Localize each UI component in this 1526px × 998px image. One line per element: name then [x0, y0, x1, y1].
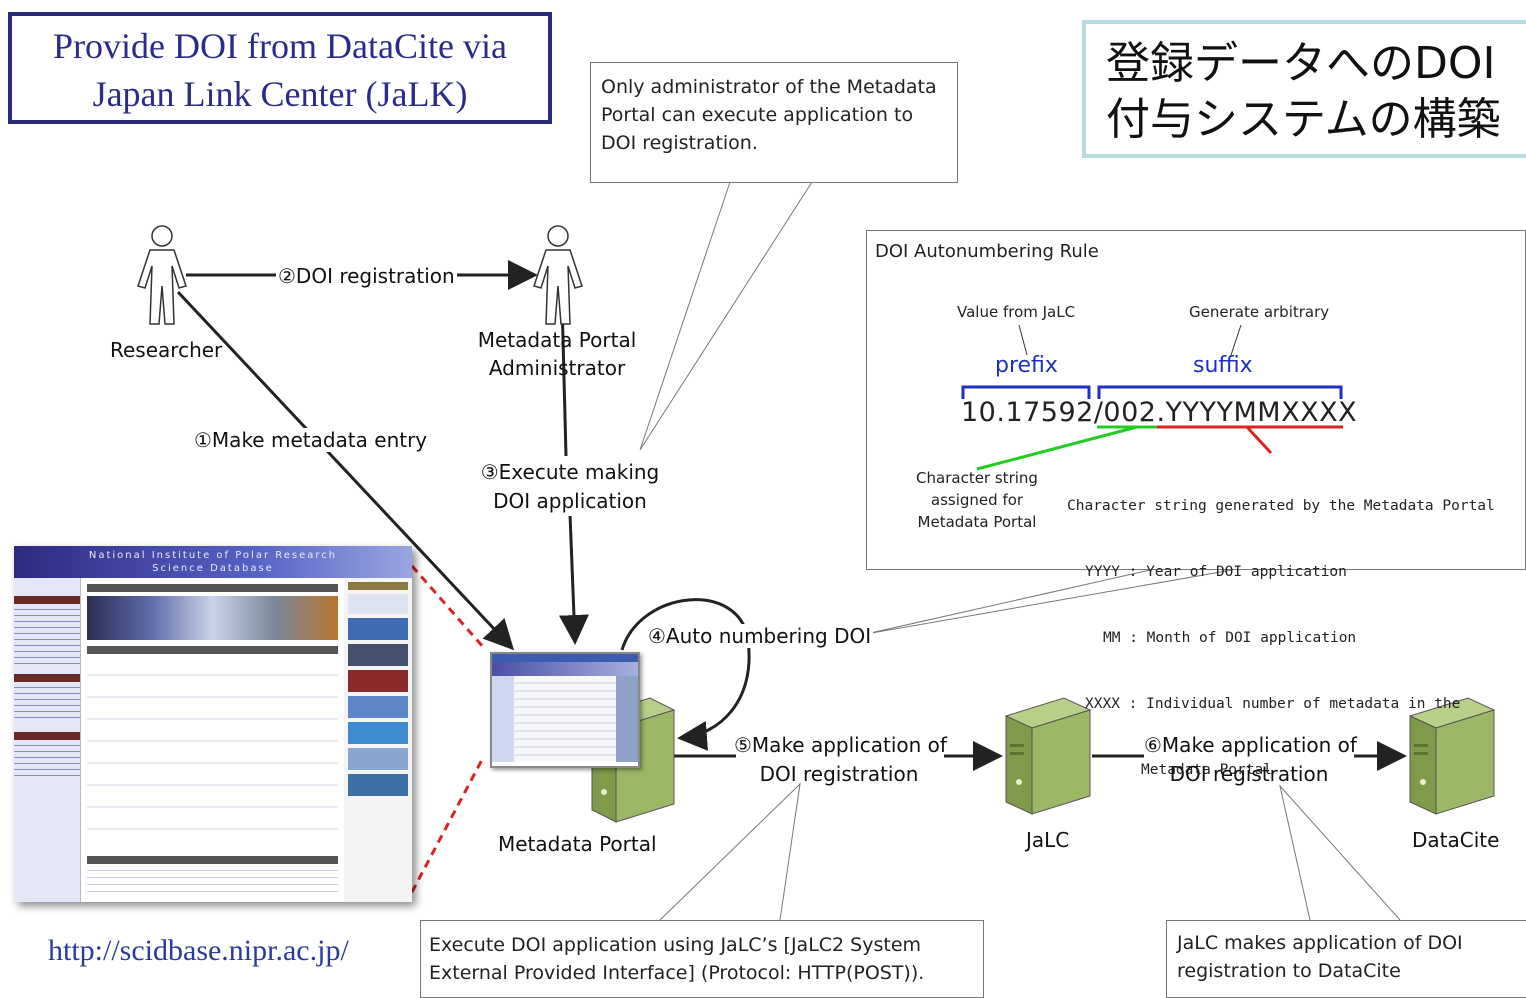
rule-char-left-1: Character string	[916, 469, 1038, 487]
datacite-label: DataCite	[1412, 828, 1500, 852]
rule-title: DOI Autonumbering Rule	[875, 241, 1099, 262]
step6-label: ⑥Make application of DOI registration	[1144, 731, 1357, 789]
arrow-make-metadata-entry	[176, 290, 515, 651]
bottom-right-line2: registration to DataCite	[1177, 960, 1401, 982]
datacite-server-icon	[1408, 697, 1496, 815]
rule-generate-arbitrary: Generate arbitrary	[1189, 303, 1330, 321]
admin-note-line1: Only administrator of the Metadata	[601, 76, 937, 98]
portal-label: Metadata Portal	[498, 832, 657, 856]
title-line1: Provide DOI from DataCite via	[53, 26, 507, 66]
step6-line1: ⑥Make application of	[1144, 733, 1357, 757]
website-main	[81, 578, 344, 902]
website-right-col	[344, 578, 412, 902]
rule-xxxx-1: XXXX : Individual number of metadata in …	[1085, 696, 1461, 712]
admin-note-line3: DOI registration.	[601, 132, 758, 154]
admin-note-callout: Only administrator of the Metadata Porta…	[590, 62, 958, 183]
admin-person-icon	[533, 225, 583, 325]
jp-title-line2: 付与システムの構築	[1106, 94, 1501, 145]
rule-char-left: Character string assigned for Metadata P…	[907, 467, 1047, 533]
rule-xxxx-2: Metadata Portal	[1141, 762, 1272, 778]
step6-line2: DOI registration	[1169, 762, 1329, 786]
jalc-label: JaLC	[1026, 828, 1070, 852]
admin-label-line2: Administrator	[488, 356, 626, 380]
title-box: Provide DOI from DataCite via Japan Link…	[8, 12, 552, 124]
website-header: National Institute of Polar Research Sci…	[14, 546, 412, 578]
step4-label: ④Auto numbering DOI	[646, 624, 874, 648]
step5-label: ⑤Make application of DOI registration	[734, 731, 947, 789]
rule-char-right-title: Character string generated by the Metada…	[1067, 498, 1495, 514]
doi-rule-box: DOI Autonumbering Rule Value from JaLC G…	[866, 230, 1526, 778]
step1-label: ①Make metadata entry	[192, 428, 430, 452]
bottom-left-callout: Execute DOI application using JaLC’s [Ja…	[420, 920, 984, 998]
rule-mm: MM : Month of DOI application	[1103, 630, 1357, 646]
jp-title-box: 登録データへのDOI 付与システムの構築	[1082, 20, 1526, 158]
green-pointer	[976, 425, 1138, 471]
bottom-left-line2: External Provided Interface] (Protocol: …	[429, 962, 925, 984]
bottom-left-tail	[659, 782, 801, 921]
portal-window-thumbnail	[490, 652, 640, 768]
website-left-nav	[14, 578, 81, 902]
arrow-execute-application	[558, 513, 589, 645]
rule-prefix: prefix	[995, 353, 1058, 378]
admin-note-tail	[639, 181, 813, 451]
rule-char-left-2: assigned for	[930, 491, 1024, 509]
step5-line2: DOI registration	[759, 762, 919, 786]
step3-label: ③Execute making DOI application	[480, 458, 660, 516]
step5-line1: ⑤Make application of	[734, 733, 947, 757]
zoom-line-bottom	[410, 755, 486, 893]
researcher-person-icon	[137, 225, 187, 325]
step3-line1: ③Execute making	[480, 460, 660, 484]
website-header-line1: National Institute of Polar Research	[88, 550, 338, 561]
rule-doi-example: 10.17592/002.YYYYMMXXXX	[961, 397, 1358, 428]
step3-line2: DOI application	[493, 489, 647, 513]
step2-label: ②DOI registration	[276, 264, 457, 288]
rule-value-from-jalc: Value from JaLC	[957, 303, 1076, 321]
jalc-server-icon	[1004, 697, 1092, 815]
red-pointer	[1245, 425, 1273, 455]
admin-vertical-line	[560, 299, 568, 457]
suffix-bracket	[1097, 385, 1343, 399]
rule-char-right: Character string generated by the Metada…	[1067, 451, 1495, 825]
website-screenshot: National Institute of Polar Research Sci…	[14, 546, 412, 902]
rule-char-left-3: Metadata Portal	[917, 513, 1037, 531]
admin-note-line2: Portal can execute application to	[601, 104, 914, 126]
admin-label: Metadata Portal Administrator	[470, 326, 644, 382]
bottom-left-line1: Execute DOI application using JaLC’s [Ja…	[429, 934, 922, 956]
bottom-right-callout: JaLC makes application of DOI registrati…	[1166, 920, 1526, 998]
website-header-line2: Science Database	[152, 563, 274, 574]
rule-yyyy: YYYY : Year of DOI application	[1085, 564, 1347, 580]
bottom-right-line1: JaLC makes application of DOI	[1177, 932, 1463, 954]
rule-brackets	[961, 324, 1343, 471]
website-url-link[interactable]: http://scidbase.nipr.ac.jp/	[48, 934, 349, 967]
bottom-right-tail	[1279, 784, 1401, 921]
title-line2: Japan Link Center (JaLK)	[92, 74, 468, 114]
researcher-label: Researcher	[110, 338, 223, 362]
prefix-bracket	[961, 385, 1091, 399]
zoom-line-top	[410, 565, 486, 649]
admin-label-line1: Metadata Portal	[477, 328, 637, 352]
rule-suffix: suffix	[1193, 353, 1253, 378]
jp-title-line1: 登録データへのDOI	[1106, 38, 1496, 89]
